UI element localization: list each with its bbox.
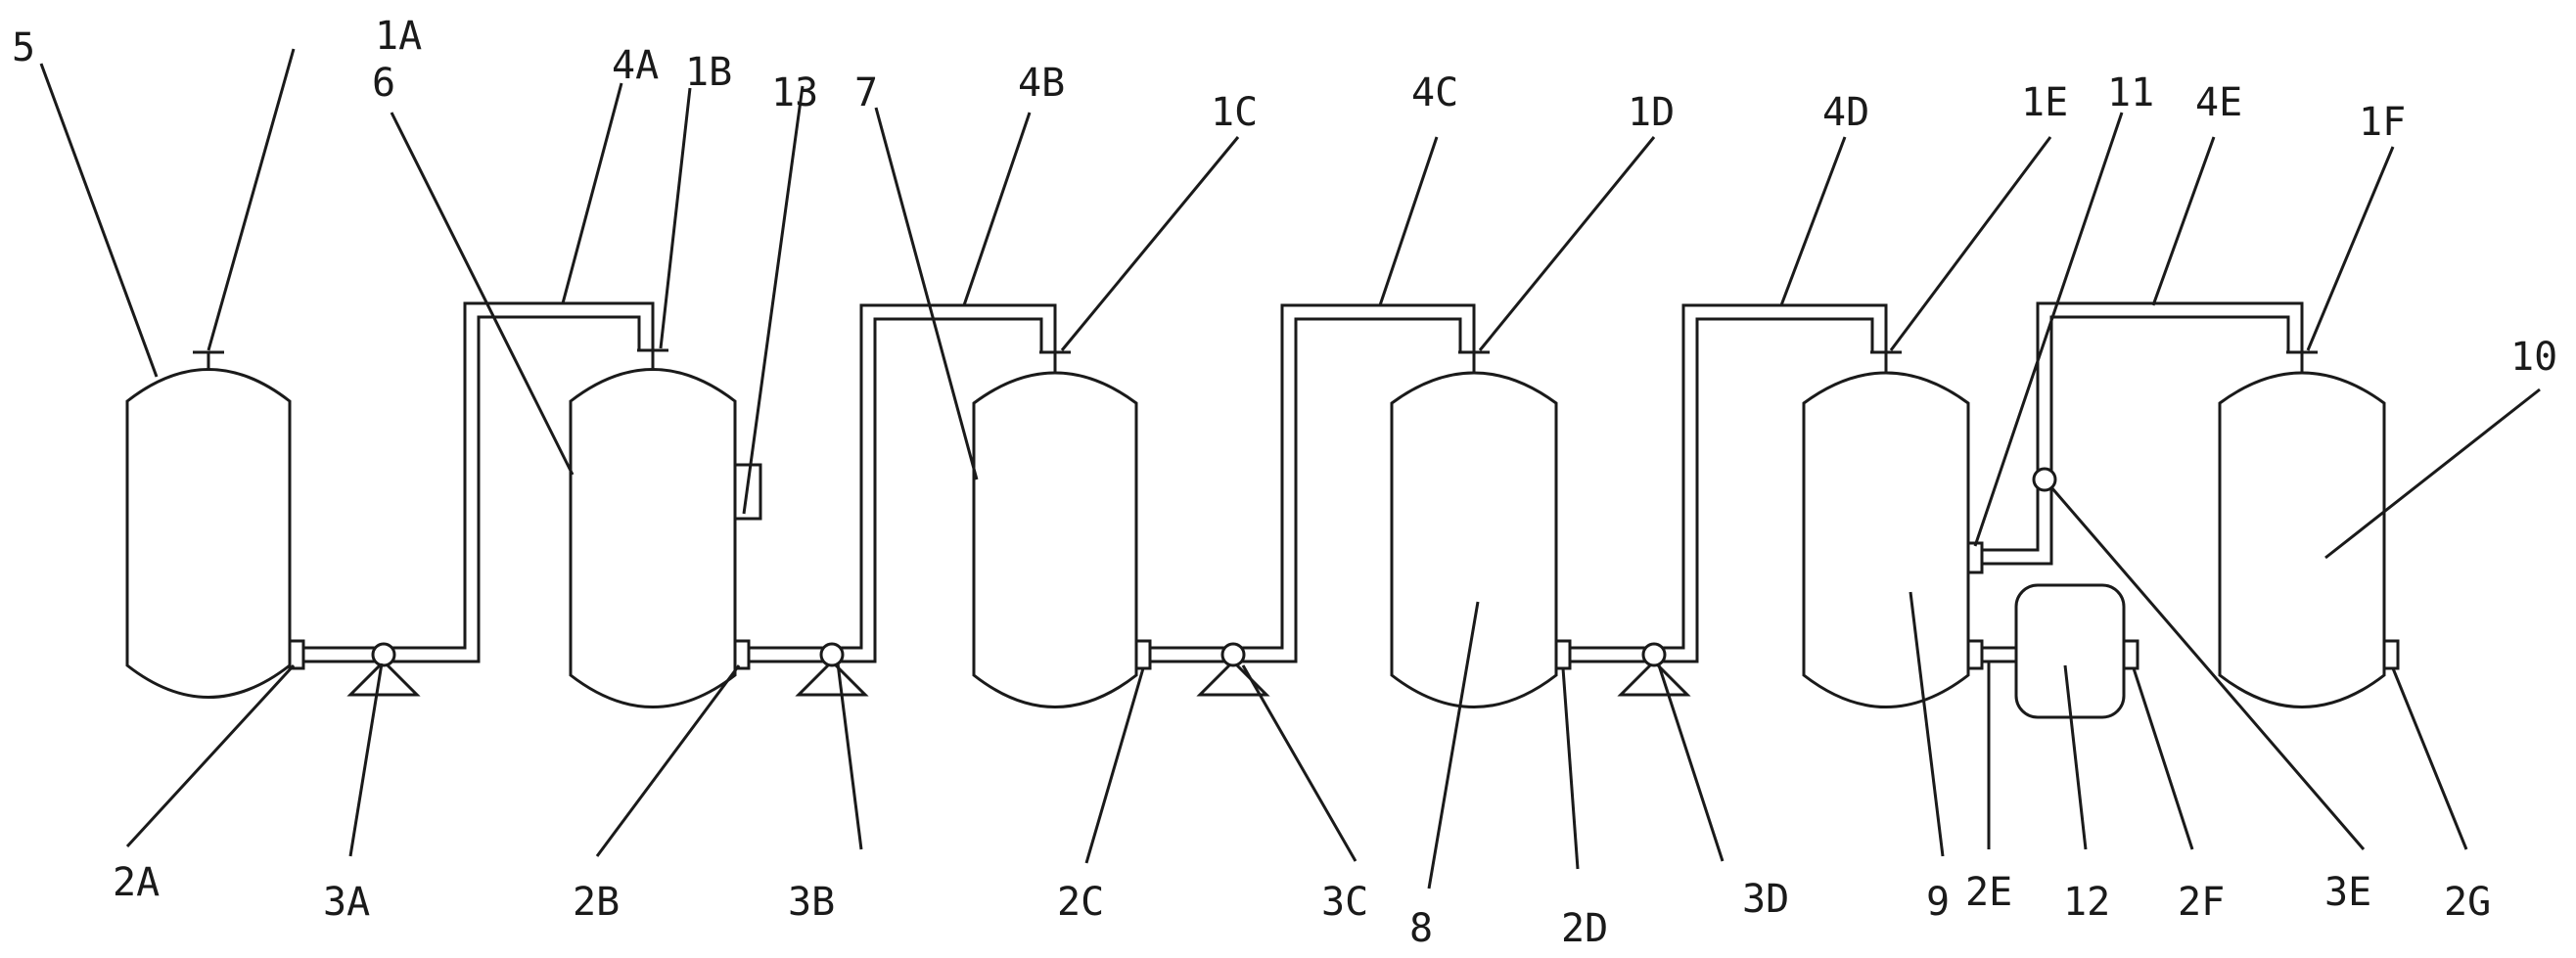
- side-port-13: [733, 463, 762, 521]
- pump-3A: [346, 642, 421, 697]
- label-4E: 4E: [2195, 80, 2242, 125]
- outlet-port-2G: [2382, 639, 2400, 670]
- label-tank-7: 7: [854, 70, 878, 115]
- leader-lines: [39, 48, 2541, 890]
- label-11: 11: [2107, 70, 2154, 115]
- label-2B: 2B: [573, 880, 620, 925]
- pipe-4B: [749, 303, 1057, 663]
- label-1F: 1F: [2359, 100, 2406, 145]
- tank-5: [125, 350, 292, 699]
- label-tank-5: 5: [12, 25, 35, 70]
- outlet-port-2A: [288, 639, 305, 670]
- label-tank-8: 8: [1409, 906, 1433, 951]
- label-3B: 3B: [788, 880, 835, 925]
- pump-3D: [1617, 642, 1691, 697]
- label-3A: 3A: [323, 880, 370, 925]
- pipe-4A: [303, 301, 655, 663]
- label-2C: 2C: [1057, 880, 1104, 925]
- label-3E: 3E: [2324, 870, 2371, 915]
- outlet-port-2D: [1554, 639, 1572, 670]
- label-4A: 4A: [612, 43, 659, 88]
- label-tank-10: 10: [2510, 335, 2557, 380]
- tank-6: [569, 348, 737, 708]
- pipe-4E: [1982, 301, 2304, 566]
- label-12: 12: [2063, 880, 2110, 925]
- label-3C: 3C: [1321, 880, 1368, 925]
- side-port-11: [1966, 541, 1984, 574]
- label-tank-6: 6: [372, 61, 395, 106]
- label-3D: 3D: [1742, 877, 1789, 922]
- label-1A: 1A: [375, 14, 422, 59]
- label-tank-9: 9: [1926, 880, 1950, 925]
- label-4D: 4D: [1822, 90, 1869, 135]
- tank-9: [1802, 350, 1970, 708]
- label-13: 13: [771, 70, 818, 115]
- tank-8: [1390, 350, 1558, 708]
- pipe-4C: [1150, 303, 1476, 663]
- label-4C: 4C: [1411, 70, 1458, 115]
- pipe-to-unit-12: [1982, 646, 2016, 663]
- pump-3E: [2032, 467, 2057, 492]
- tank-7: [972, 350, 1138, 708]
- label-2G: 2G: [2444, 880, 2491, 925]
- label-2F: 2F: [2178, 880, 2225, 925]
- labels: 5 1A 6 4A 1B 13 7 4B 1C 4C 1D 4D 1E 11 4…: [12, 14, 2557, 951]
- pipe-4D: [1570, 303, 1888, 663]
- label-1D: 1D: [1628, 90, 1675, 135]
- outlet-port-2E: [1966, 639, 1984, 670]
- outlet-port-2C: [1134, 639, 1152, 670]
- pump-3B: [795, 642, 869, 697]
- label-1C: 1C: [1211, 90, 1258, 135]
- label-1E: 1E: [2021, 80, 2068, 125]
- label-4B: 4B: [1018, 61, 1065, 106]
- unit-12: [2014, 583, 2139, 719]
- label-2A: 2A: [113, 860, 160, 905]
- label-2E: 2E: [1965, 870, 2012, 915]
- label-1B: 1B: [685, 50, 732, 95]
- label-2D: 2D: [1561, 906, 1608, 951]
- outlet-port-2B: [733, 639, 751, 670]
